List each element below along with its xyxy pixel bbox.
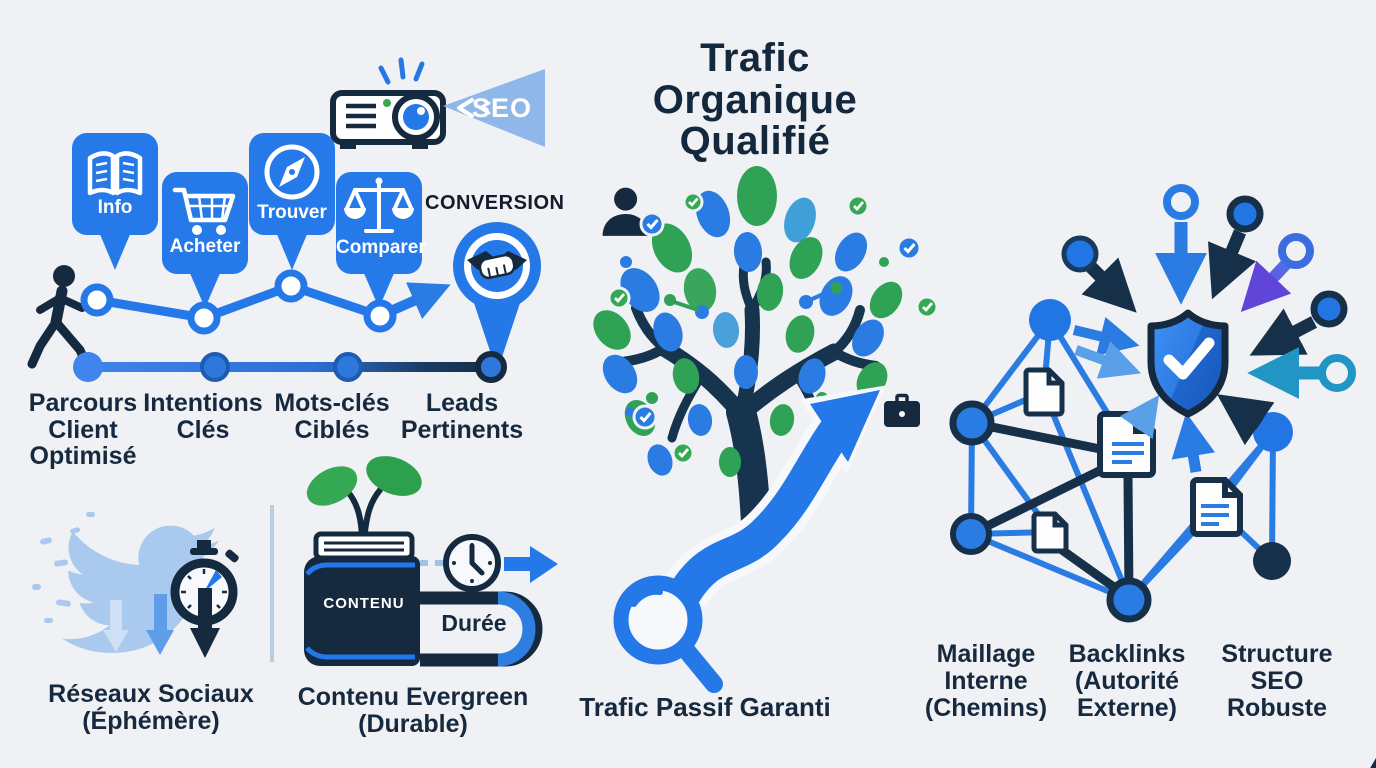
stage-label-intentions: Intentions Clés [128, 390, 278, 443]
network-label-line: Robuste [1227, 694, 1327, 722]
book-icon [304, 531, 420, 666]
passive-traffic-label: Trafic Passif Garanti [579, 692, 831, 722]
forward-arrow-icon [504, 546, 558, 583]
visitor-icons [602, 187, 1376, 768]
stage-line: Optimisé [29, 442, 137, 470]
pin-comparer-label: Comparer [336, 237, 426, 258]
stage-label-motscles: Mots-clés Ciblés [257, 390, 407, 443]
fading-arrows-down [103, 588, 220, 658]
social-label-line: Réseaux Sociaux [48, 680, 254, 708]
social-label-line: (Éphémère) [82, 707, 220, 735]
journey-zigzag-line [80, 269, 451, 335]
stage-label-leads: Leads Pertinents [387, 390, 537, 443]
network-label-maillage: Maillage Interne (Chemins) [916, 641, 1056, 722]
backlink-arrows [1061, 184, 1356, 473]
document-icon [1031, 511, 1069, 554]
network-label-line: Maillage [936, 640, 1036, 668]
compass-icon [264, 144, 320, 200]
projector-icon [330, 57, 446, 149]
evergreen-label-line: Contenu Evergreen [297, 683, 529, 711]
network-label-line: Structure [1221, 640, 1333, 668]
growth-arrow-icon [662, 385, 886, 608]
pin-info [72, 133, 158, 270]
tree-leaves [593, 166, 903, 477]
briefcase-icon [884, 393, 920, 427]
seo-beam-label: SEO [471, 93, 533, 123]
network-label-line: (Chemins) [924, 694, 1048, 722]
pin-comparer [336, 172, 422, 308]
stage-line: Ciblés [294, 415, 370, 444]
walking-person-icon [27, 265, 91, 369]
scales-icon [344, 177, 414, 233]
book-label: CONTENU [323, 595, 405, 612]
main-title: Trafic Organique Qualifié [585, 36, 925, 164]
network-label-structure: Structure SEO Robuste [1207, 641, 1347, 722]
title-line: Qualifié [679, 119, 831, 164]
clock-icon [443, 534, 501, 592]
social-label: Réseaux Sociaux (Éphémère) [31, 681, 271, 735]
network-label-backlinks: Backlinks (Autorité Externe) [1057, 641, 1197, 722]
evergreen-label-line: (Durable) [358, 710, 468, 738]
pin-trouver-label: Trouver [257, 202, 327, 223]
title-line: Trafic [700, 36, 810, 80]
twitter-bird-icon [32, 512, 219, 653]
open-book-icon [87, 151, 143, 196]
stage-line: Clés [176, 415, 230, 444]
network-label-line: Backlinks [1068, 640, 1186, 668]
stage-line: Client [48, 415, 118, 444]
network-label-line: SEO [1250, 667, 1304, 695]
duration-label: Durée [441, 610, 507, 636]
stage-line: Intentions [143, 389, 263, 417]
network-label-line: Externe) [1076, 694, 1178, 722]
sprout-icon [306, 456, 422, 545]
pin-acheter-label: Acheter [169, 236, 241, 257]
conversion-handshake-icon [453, 222, 541, 372]
evergreen-label: Contenu Evergreen (Durable) [293, 684, 533, 738]
stage-label-parcours: Parcours Client Optimisé [8, 390, 158, 470]
document-icon [1023, 367, 1065, 417]
stage-line: Leads [425, 389, 499, 417]
stage-line: Pertinents [400, 415, 524, 444]
magnifier-icon [613, 575, 723, 693]
stage-line: Mots-clés [274, 389, 390, 417]
journey-timeline [73, 351, 507, 383]
seo-beam [443, 69, 545, 147]
pin-info-label: Info [97, 197, 133, 218]
link-network [949, 299, 1293, 623]
network-label-line: (Autorité [1074, 667, 1180, 695]
document-icon [1190, 477, 1243, 537]
network-label-line: Interne [944, 667, 1028, 695]
duration-loop [420, 591, 543, 667]
shield-check-icon [1147, 309, 1229, 418]
stage-line: Parcours [28, 389, 138, 417]
shopping-cart-icon [172, 187, 236, 235]
pin-acheter [162, 172, 248, 308]
title-line: Organique [652, 77, 858, 122]
conversion-label: CONVERSION [425, 192, 565, 214]
pin-trouver [249, 133, 335, 270]
